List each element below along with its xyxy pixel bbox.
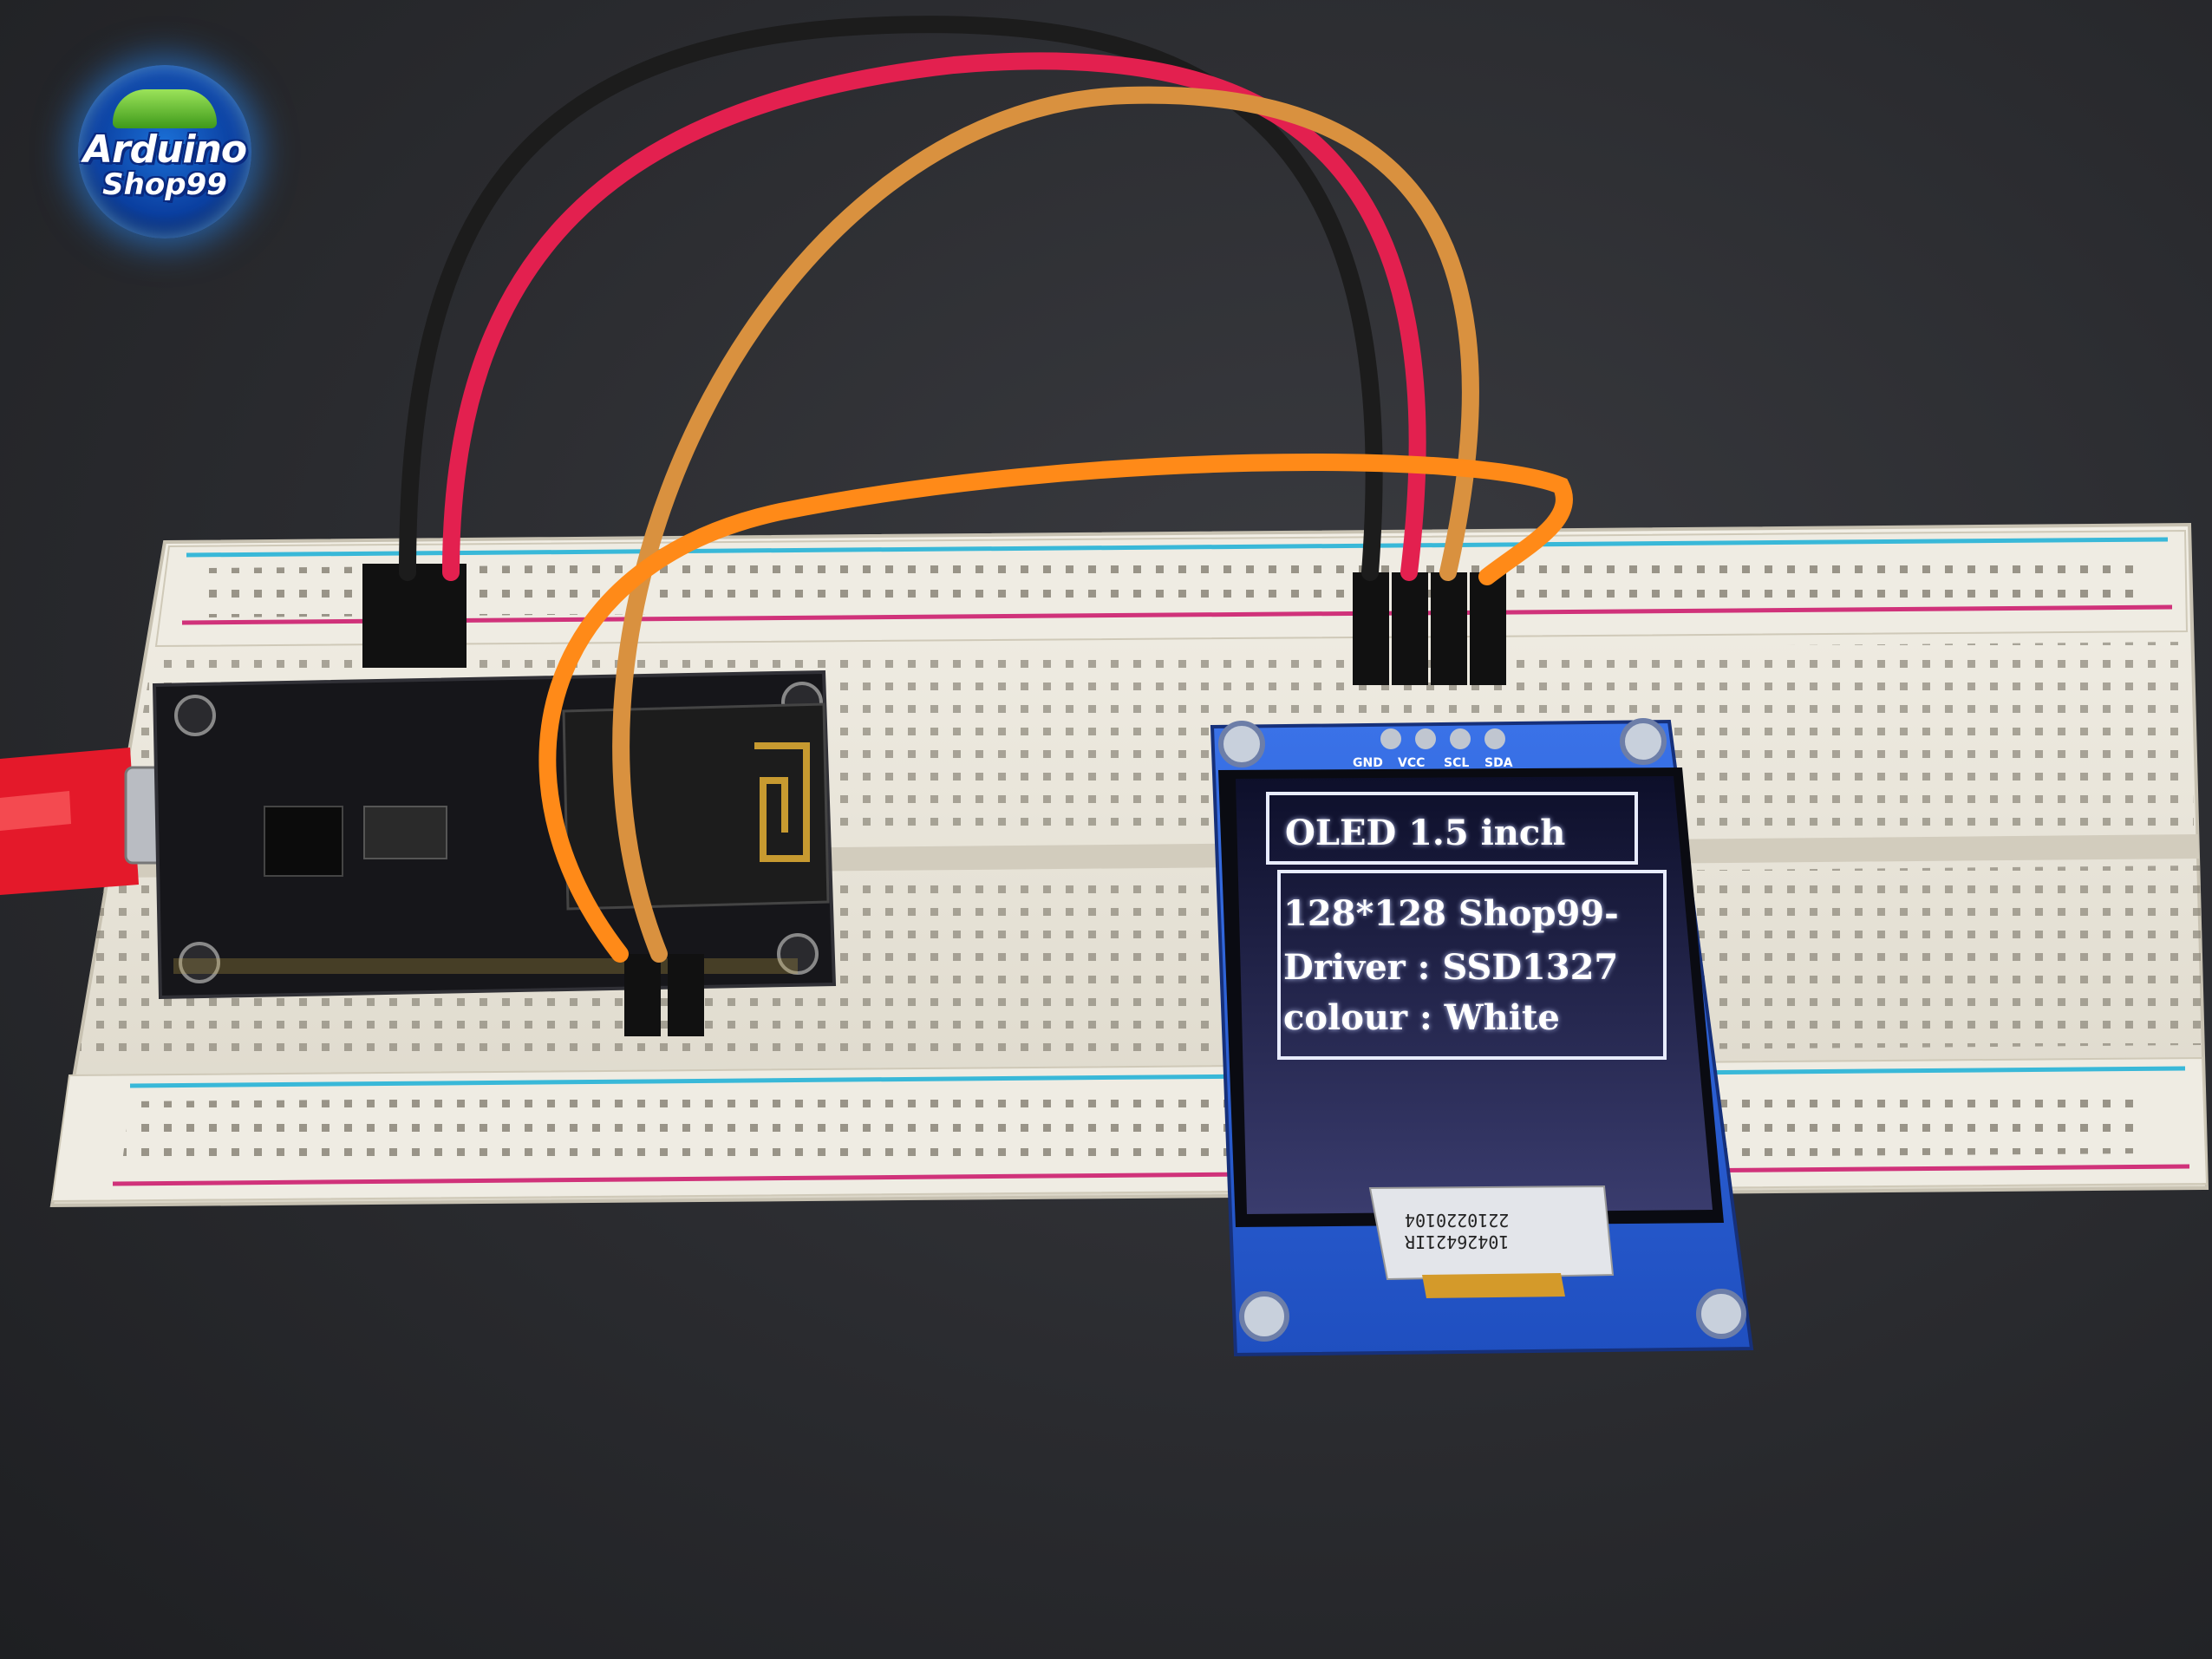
ribbon-serial-2: 10426421IR [1405, 1231, 1510, 1252]
leaf-icon [113, 89, 217, 128]
oled-module [1210, 718, 1754, 1357]
oled-pin-sda: SDA [1484, 756, 1513, 770]
jumper-wires [399, 16, 1573, 963]
dupont-connectors [362, 564, 1506, 1036]
oled-line-driver: Driver : SSD1327 [1283, 947, 1619, 988]
oled-pin-gnd: GND [1353, 756, 1383, 770]
oled-title: OLED 1.5 inch [1285, 813, 1566, 853]
oled-pin-vcc: VCC [1398, 756, 1426, 770]
logo-text-line1: Arduino [82, 127, 247, 172]
oled-line-colour: colour : White [1283, 997, 1560, 1038]
ribbon-serial-1: 2210220104 [1405, 1210, 1510, 1231]
oled-pin-scl: SCL [1444, 756, 1470, 770]
arduino-shop99-logo: Arduino Shop99 [78, 65, 251, 238]
oled-line-resolution: 128*128 Shop99- [1283, 893, 1619, 934]
logo-text-line2: Shop99 [102, 167, 227, 202]
nodemcu-board [152, 669, 837, 1000]
